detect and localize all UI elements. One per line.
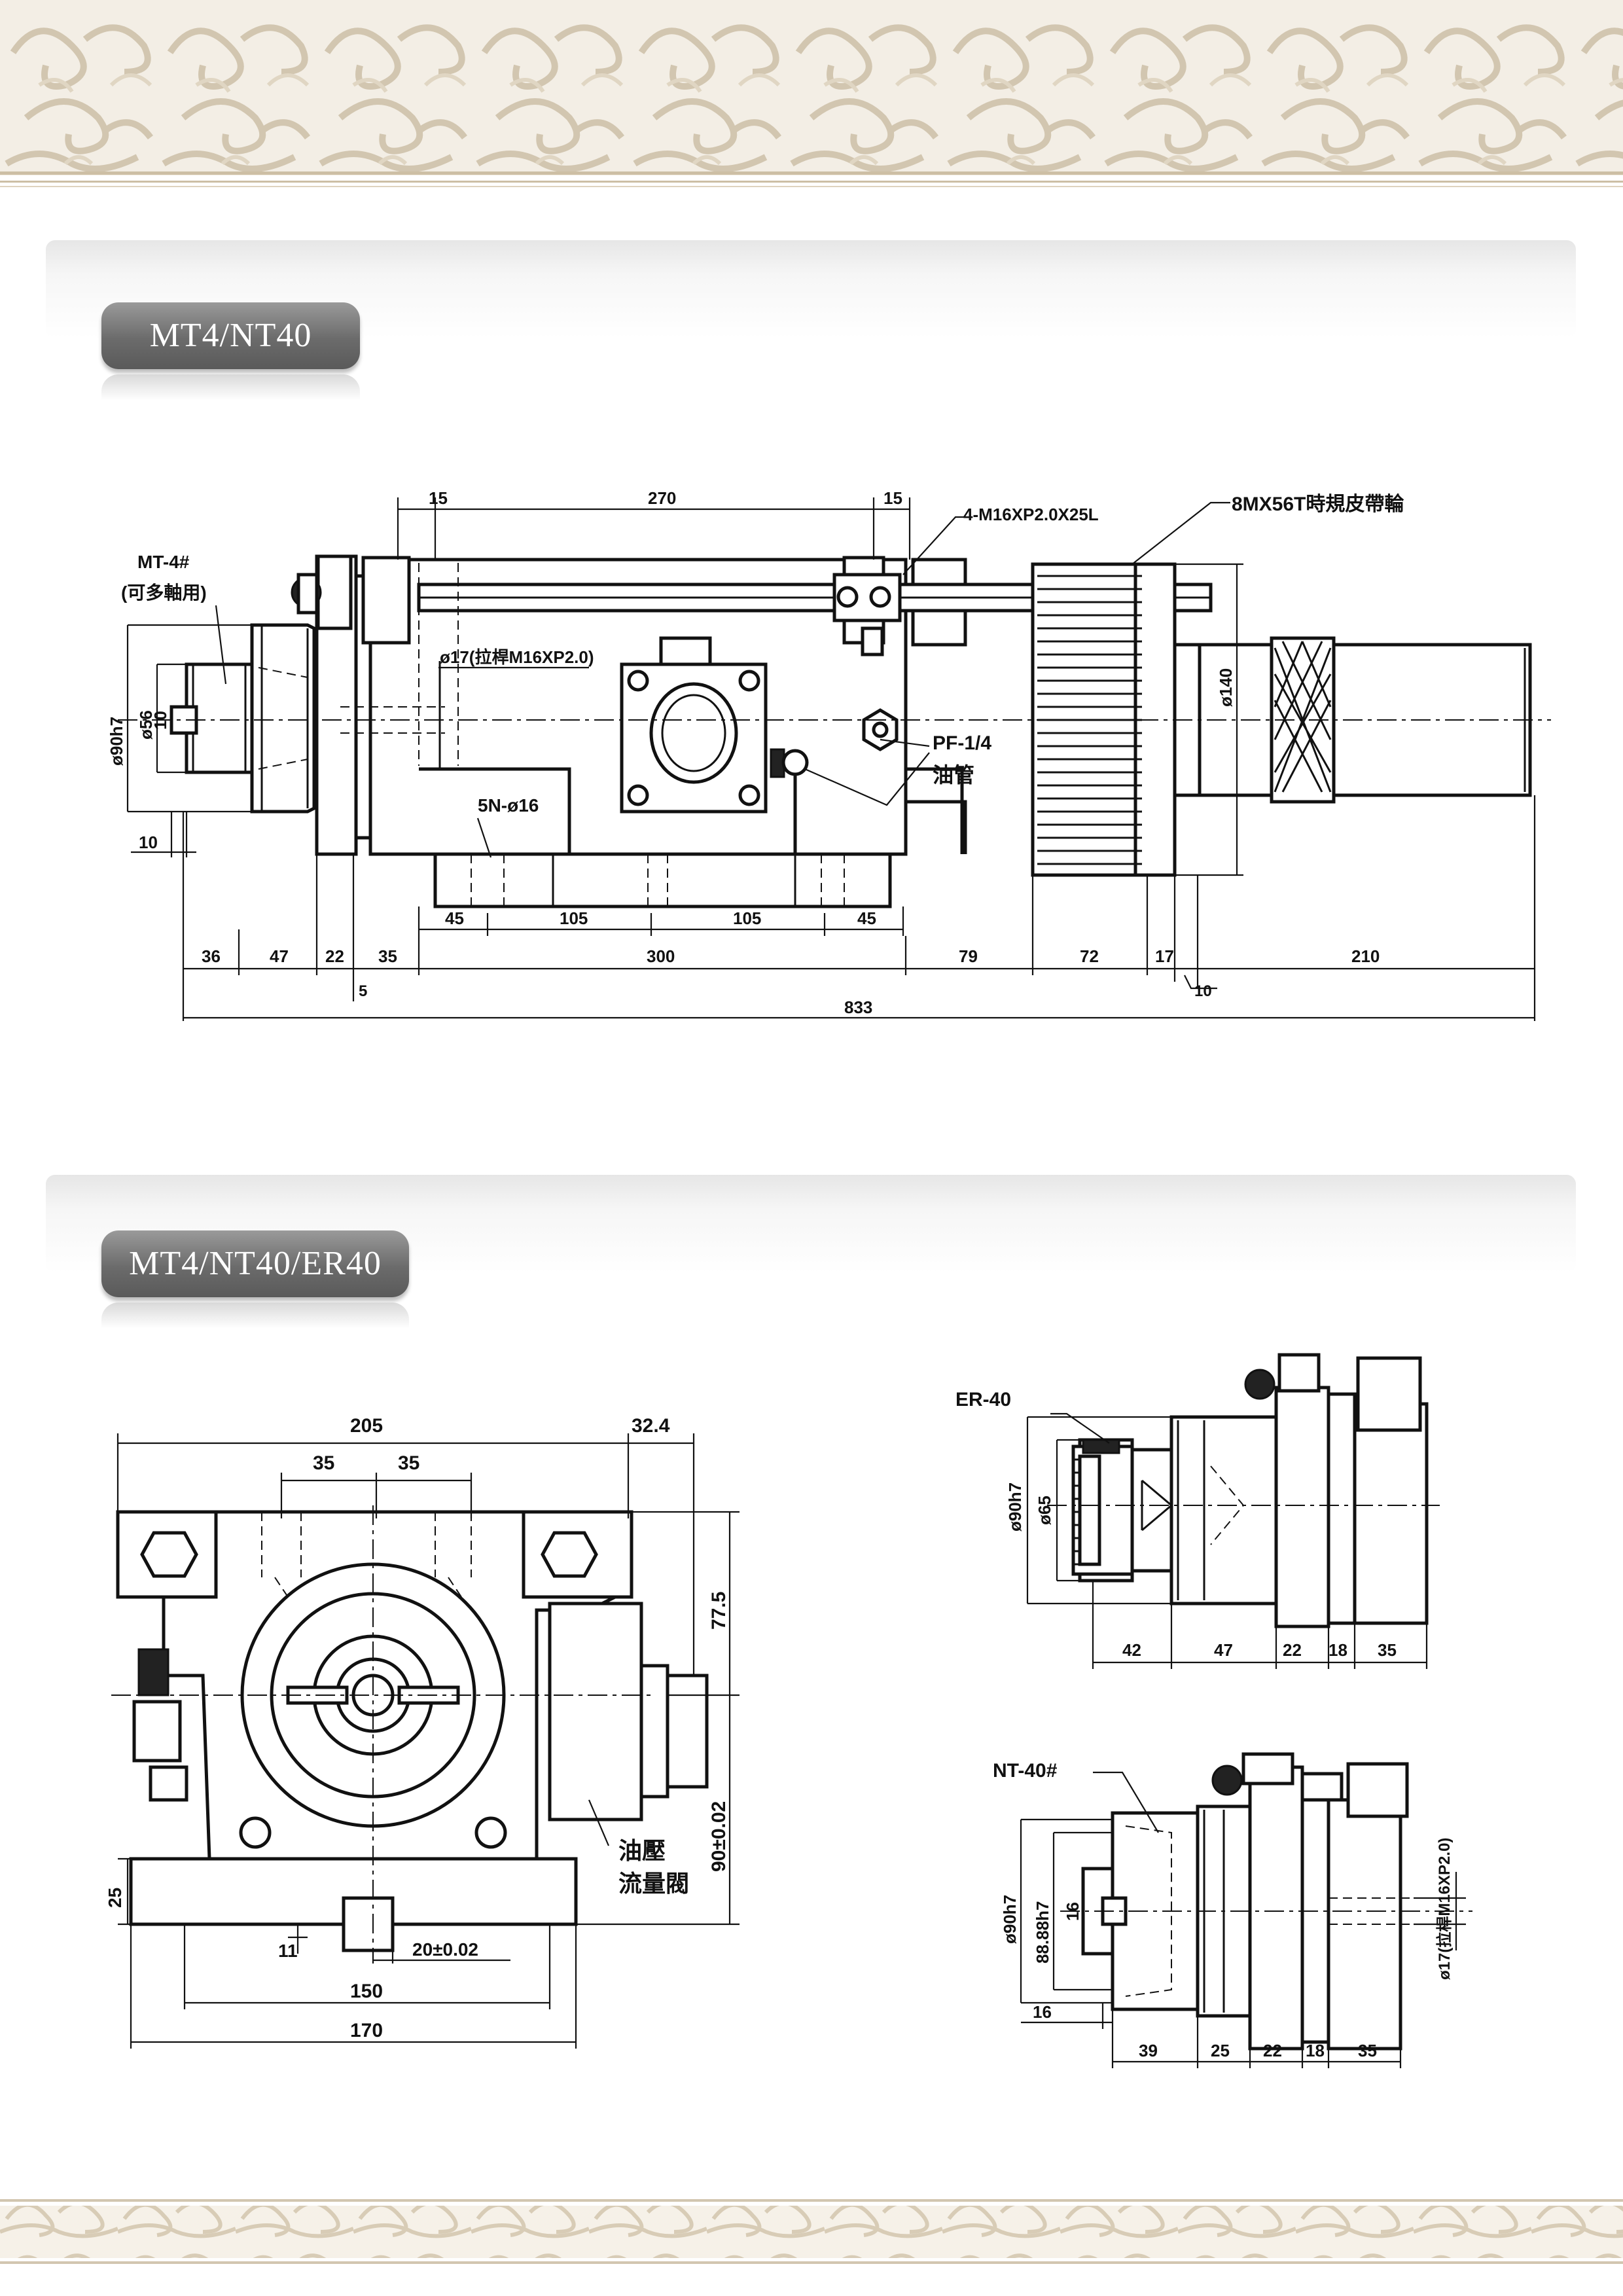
nt-dim-22: 22 bbox=[1263, 2041, 1282, 2060]
er-dims: 42 47 22 18 35 bbox=[1092, 1581, 1428, 1669]
dim-105-a: 105 bbox=[560, 908, 588, 928]
dim-10-right: 10 bbox=[1194, 982, 1212, 1000]
tab-reflection-2 bbox=[101, 1302, 409, 1329]
dim-10-left: 10 bbox=[139, 833, 158, 852]
dim-22: 22 bbox=[325, 946, 344, 966]
top-decorative-band bbox=[0, 0, 1623, 196]
er40-view-drawing: ER-40 ø90h7 ø65 42 47 22 18 35 bbox=[955, 1353, 1440, 1669]
dim-270: 270 bbox=[648, 488, 676, 508]
spindle-nose bbox=[169, 623, 340, 814]
dim-90: 90±0.02 bbox=[708, 1801, 730, 1872]
er-dim-47: 47 bbox=[1214, 1640, 1233, 1660]
er-dim-18: 18 bbox=[1329, 1640, 1347, 1660]
front-view-drawing: 205 32.4 35 35 77.5 90±0.02 25 油壓 流量閥 11… bbox=[105, 1415, 740, 2049]
er-d65: ø65 bbox=[1035, 1496, 1054, 1525]
dim-5: 5 bbox=[359, 982, 367, 1000]
dim-210: 210 bbox=[1351, 946, 1380, 966]
section-tab-2: MT4/NT40/ER40 bbox=[101, 1230, 409, 1297]
nt-d16: 16 bbox=[1063, 1902, 1082, 1921]
dim-15-left: 15 bbox=[429, 488, 448, 508]
label-mt4: MT-4# bbox=[137, 552, 190, 572]
dim-150: 150 bbox=[350, 1981, 383, 2002]
section-tab-1: MT4/NT40 bbox=[101, 302, 360, 369]
nt-dim-18: 18 bbox=[1306, 2041, 1325, 2060]
dim-72: 72 bbox=[1080, 946, 1099, 966]
dims-row-1: 45 105 105 45 bbox=[418, 906, 904, 936]
top-dimensions: 15 270 15 bbox=[397, 488, 911, 560]
left-diameter-dims: ø90h7 ø56 10 bbox=[107, 624, 252, 813]
label-valve-1: 油壓 bbox=[618, 1837, 666, 1864]
label-pf: PF-1/4 bbox=[933, 732, 991, 754]
dim-32-4: 32.4 bbox=[632, 1415, 670, 1437]
cloud-pattern-top bbox=[0, 0, 1623, 187]
label-mt4-note: (可多軸用) bbox=[121, 583, 207, 603]
main-body bbox=[340, 556, 1213, 908]
dim-300: 300 bbox=[647, 946, 675, 966]
nt40-view-drawing: NT-40# ø90h7 88.88h7 16 ø17(拉桿M16XP2.0) … bbox=[993, 1752, 1472, 2068]
er-title: ER-40 bbox=[955, 1389, 1011, 1410]
label-oil-pipe: 油管 bbox=[933, 763, 974, 787]
nt-d90: ø90h7 bbox=[1000, 1895, 1020, 1944]
label-bolt: 4-M16XP2.0X25L bbox=[963, 505, 1099, 524]
front-body bbox=[111, 1505, 709, 1957]
flange bbox=[291, 554, 372, 856]
dim-47: 47 bbox=[270, 946, 289, 966]
nt-dim-39: 39 bbox=[1139, 2041, 1158, 2060]
dim-105-b: 105 bbox=[733, 908, 761, 928]
er40-body bbox=[1047, 1353, 1440, 1628]
dims-row-2: 36 47 22 35 300 79 72 17 210 bbox=[182, 795, 1536, 1021]
label-valve-2: 流量閥 bbox=[618, 1870, 689, 1897]
dim-d56: ø56 bbox=[136, 710, 156, 740]
dim-77-5: 77.5 bbox=[708, 1592, 730, 1630]
bottom-decorative-band bbox=[0, 2186, 1623, 2296]
nt-d88: 88.88h7 bbox=[1033, 1901, 1052, 1964]
nt-pullrod: ø17(拉桿M16XP2.0) bbox=[1435, 1838, 1454, 1980]
label-holes: 5N-ø16 bbox=[478, 795, 539, 816]
dim-35: 35 bbox=[378, 946, 397, 966]
dim-35-b: 35 bbox=[398, 1452, 419, 1474]
tab-reflection-1 bbox=[101, 374, 360, 401]
label-pullrod: ø17(拉桿M16XP2.0) bbox=[440, 647, 594, 667]
nt-dim-25: 25 bbox=[1211, 2041, 1230, 2060]
dim-170: 170 bbox=[350, 2020, 383, 2041]
dim-35-a: 35 bbox=[313, 1452, 334, 1474]
top-view-drawing: 15 270 15 4-M16XP2.0X25L 8MX56T時規皮帶輪 MT-… bbox=[107, 488, 1551, 1021]
dim-205: 205 bbox=[350, 1415, 383, 1437]
dim-d10: 10 bbox=[151, 711, 170, 730]
dim-79: 79 bbox=[959, 946, 978, 966]
nt40-body bbox=[1060, 1752, 1472, 2051]
cloud-pattern-bottom bbox=[0, 2199, 1623, 2264]
nt-title: NT-40# bbox=[993, 1760, 1058, 1782]
dim-20: 20±0.02 bbox=[412, 1939, 478, 1960]
label-pulley: 8MX56T時規皮帶輪 bbox=[1232, 493, 1404, 515]
er-dim-35: 35 bbox=[1378, 1640, 1397, 1660]
dim-17: 17 bbox=[1155, 946, 1174, 966]
er-d90: ø90h7 bbox=[1005, 1482, 1025, 1532]
dim-45-a: 45 bbox=[445, 908, 464, 928]
dim-d90: ø90h7 bbox=[107, 717, 126, 766]
nt-dims: 39 25 22 18 35 bbox=[1111, 2009, 1402, 2068]
er-dim-22: 22 bbox=[1283, 1640, 1302, 1660]
er-dim-42: 42 bbox=[1122, 1640, 1141, 1660]
dim-11: 11 bbox=[278, 1941, 298, 1961]
dim-15-right: 15 bbox=[883, 488, 902, 508]
nt-d16b: 16 bbox=[1033, 2002, 1052, 2022]
dim-45-b: 45 bbox=[857, 908, 876, 928]
dim-833: 833 bbox=[844, 997, 872, 1017]
dim-36: 36 bbox=[202, 946, 221, 966]
dim-25: 25 bbox=[105, 1888, 125, 1908]
nt-dim-35: 35 bbox=[1358, 2041, 1377, 2060]
front-dimensions: 205 32.4 35 35 77.5 90±0.02 25 油壓 流量閥 11… bbox=[105, 1415, 740, 2049]
dim-d140: ø140 bbox=[1216, 668, 1236, 707]
